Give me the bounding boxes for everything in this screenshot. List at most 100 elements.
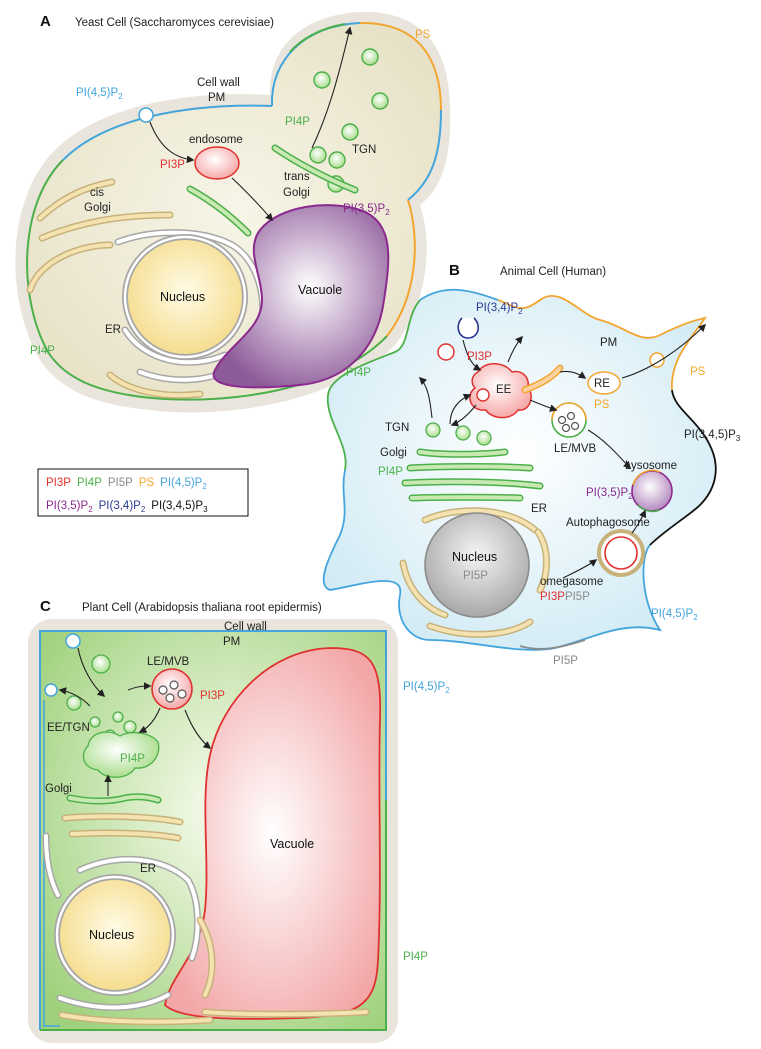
yeast-er-label: ER — [105, 324, 121, 336]
yeast-pm-ps — [386, 199, 416, 337]
animal-nucleus-label: Nucleus — [452, 550, 497, 564]
animal-er-label: ER — [531, 503, 547, 515]
animal-arrow-re-pm — [621, 323, 707, 379]
panel-c-letter: C — [40, 598, 51, 615]
panel-a-title: Yeast Cell (Saccharomyces cerevisiae) — [75, 17, 274, 29]
panel-a-letter: A — [40, 13, 51, 30]
animal-pi4p-pm-label: PI4P — [346, 367, 371, 379]
panel-c-title: Plant Cell (Arabidopsis thaliana root ep… — [82, 602, 322, 614]
animal-ps-pm-label: PS — [690, 366, 706, 378]
plant-er-label: ER — [140, 863, 156, 875]
plant-er — [42, 812, 370, 1026]
animal-pm-label: PM — [600, 337, 617, 349]
yeast-vacuole — [212, 204, 390, 389]
animal-pi5p-pm-label: PI5P — [553, 655, 578, 667]
panel-a-yeast: A Yeast Cell (Saccharomyces cerevisiae) … — [15, 11, 451, 413]
legend-pi35p2: PI(3,5)P — [46, 500, 89, 512]
animal-arrow-omega-auto — [562, 559, 598, 579]
animal-arrow-tgn-pm — [418, 376, 433, 419]
animal-er — [399, 507, 550, 638]
plant-golgi — [66, 793, 162, 805]
legend-pi5p: PI5P — [108, 477, 133, 489]
plant-cell-wall-label: Cell wall — [224, 621, 267, 633]
plant-golgi-pi4p-label: PI4P — [120, 753, 145, 765]
yeast-pi4p-pm-label: PI4P — [30, 345, 55, 357]
animal-arrow-auto-lyso — [631, 509, 647, 534]
yeast-bud-pm-ps — [359, 21, 442, 111]
animal-tgn-label: TGN — [385, 422, 409, 434]
animal-arrow-ee-tgn — [450, 404, 477, 427]
animal-golgi-pi4p-label: PI4P — [378, 466, 403, 478]
plant-pi4p-pm-label: PI4P — [403, 951, 428, 963]
animal-arrow-ee-re — [559, 370, 587, 379]
yeast-pm-label: PM — [208, 92, 225, 104]
yeast-trans-label: trans — [284, 171, 310, 183]
animal-arrow-ee-le — [529, 399, 558, 412]
animal-pi34p2-label: PI(3,4)P2 — [476, 302, 523, 316]
legend-pi345p3: PI(3,4,5)P — [151, 500, 203, 512]
animal-arrow-ee-pm — [507, 335, 524, 363]
animal-pi35p2-label: PI(3,5)P2 — [586, 487, 633, 501]
yeast-pi4p-tgn-label: PI4P — [285, 116, 310, 128]
panel-b-letter: B — [449, 262, 460, 279]
plant-nucleus-label: Nucleus — [89, 928, 134, 942]
animal-arrow-pit-ee — [462, 339, 482, 371]
plant-golgi-label: Golgi — [45, 783, 72, 795]
animal-nucleus — [424, 512, 530, 618]
animal-le-mvb-label: LE/MVB — [554, 443, 597, 455]
yeast-nucleus-label: Nucleus — [160, 290, 205, 304]
animal-omegasome-pis-label: PI3PPI5P — [540, 591, 590, 603]
yeast-trans-golgi-label: Golgi — [283, 187, 310, 199]
animal-autophagosome-label: Autophagosome — [566, 517, 650, 529]
legend-pi45p2: PI(4,5)P — [160, 477, 203, 489]
yeast-tgn-cisterna-inner — [273, 146, 357, 192]
yeast-cell-wall-label: Cell wall — [197, 77, 240, 89]
animal-arrow-le-lyso — [587, 429, 632, 470]
animal-golgi-label: Golgi — [380, 447, 407, 459]
animal-ee-label: EE — [496, 384, 512, 396]
plant-pm-label: PM — [223, 636, 240, 648]
animal-pm-pi34p2 — [419, 288, 499, 301]
plant-ee-tgn-label: EE/TGN — [47, 722, 90, 734]
yeast-cis-golgi-label: Golgi — [84, 202, 111, 214]
yeast-cis-golgi — [36, 178, 174, 242]
animal-arrow-tgn-ee — [449, 393, 472, 425]
plant-arrow-exocytosis — [58, 687, 91, 707]
animal-recycling-endosome — [587, 371, 621, 395]
plant-pm-blue-inner — [43, 700, 60, 1027]
plant-pm-pi4p — [40, 800, 387, 1031]
plant-pi45p2-label: PI(4,5)P2 — [403, 681, 450, 695]
panel-b-animal: B Animal Cell (Human) PI(3,4)P2 PI3P PM … — [322, 262, 741, 667]
animal-pi3p-vesicle — [437, 343, 455, 361]
yeast-ps-label: PS — [415, 29, 431, 41]
plant-arrow-endocytosis — [77, 647, 106, 698]
animal-nucleus-pi5p-label: PI5P — [463, 570, 488, 582]
animal-pi45p2-label: PI(4,5)P2 — [651, 608, 698, 622]
panel-c-plant: C Plant Cell (Arabidopsis thaliana root … — [28, 598, 450, 1043]
animal-pi345p3-label: PI(3,4,5)P3 — [684, 429, 741, 443]
yeast-pi35p2-label: PI(3,5)P2 — [343, 203, 390, 217]
yeast-endosome — [194, 146, 240, 180]
plant-pi3p-label: PI3P — [200, 690, 225, 702]
animal-pi3p-label: PI3P — [467, 351, 492, 363]
animal-pm-pi45p2 — [322, 469, 663, 651]
animal-lysosome-label: Lysosome — [625, 460, 677, 472]
yeast-cis-label: cis — [90, 187, 104, 199]
animal-pm-pi4p — [326, 299, 421, 471]
yeast-vacuole-label: Vacuole — [298, 283, 342, 297]
animal-omegasome-label: omegasome — [540, 576, 603, 588]
plant-arrow-mvb-vacuole — [184, 709, 212, 749]
yeast-bud-pm-green — [289, 23, 346, 53]
yeast-pm-pi45p2-right — [407, 109, 442, 201]
animal-early-endosome — [469, 363, 532, 419]
yeast-arrow-secretion — [311, 26, 353, 149]
legend-ps: PS — [139, 477, 155, 489]
plant-arrow-mvb-tgn — [138, 707, 161, 733]
animal-ps-vesicle — [649, 352, 665, 368]
legend-pi4p: PI4P — [77, 477, 102, 489]
yeast-endocytic-vesicle — [138, 107, 154, 123]
panel-b-title: Animal Cell (Human) — [500, 266, 606, 278]
